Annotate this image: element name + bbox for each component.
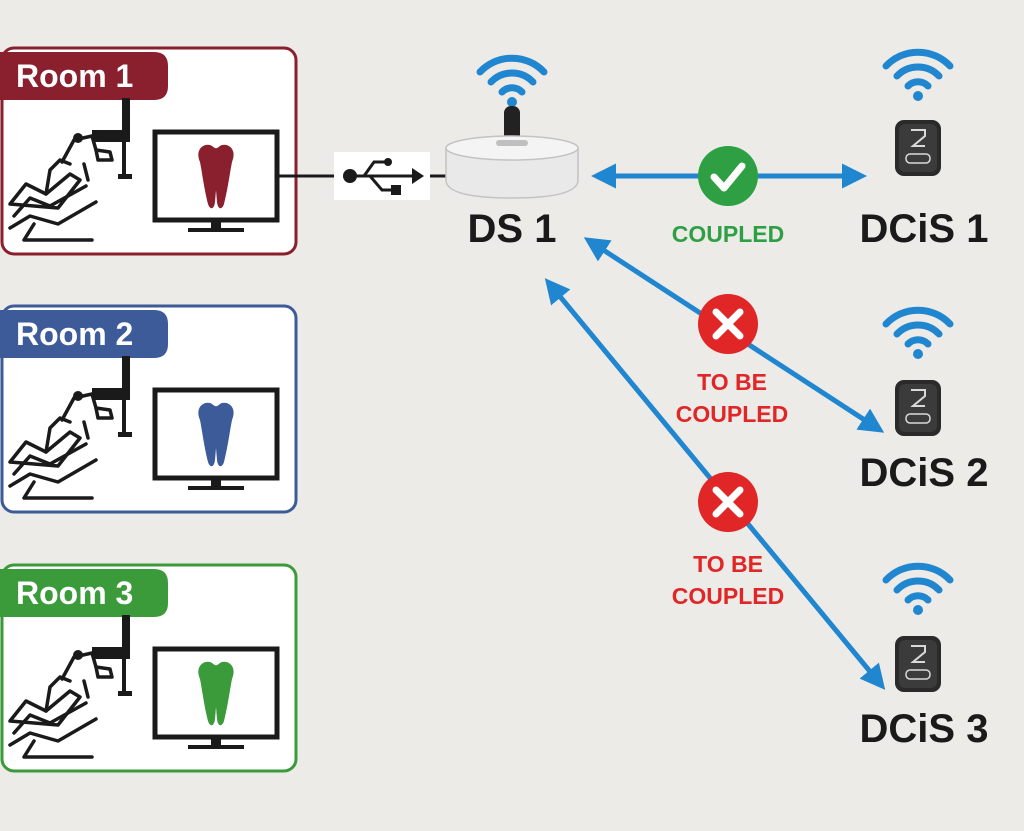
sensor-2-label: DCiS 2 (860, 451, 989, 495)
docking-station: DS 1 (445, 58, 579, 251)
sensor-1-label: DCiS 1 (860, 207, 989, 251)
room-3-label: Room 3 (16, 575, 133, 611)
monitor-icon (152, 387, 280, 490)
room-3-tag (0, 569, 168, 617)
room-3-panel: Room 3 (0, 563, 298, 773)
room-2-tag (0, 310, 168, 358)
monitor-icon (152, 646, 280, 749)
usb-connection (277, 152, 448, 200)
link-2-status-line-2: COUPLED (676, 401, 788, 427)
sensor-3-label: DCiS 3 (860, 707, 989, 751)
room-1-tag (0, 52, 168, 100)
cross-icon (698, 472, 758, 532)
room-1-panel: Room 1 (0, 46, 298, 256)
link-1: COUPLED (591, 146, 867, 247)
sensor-icon (894, 635, 942, 693)
link-2: TO BE COUPLED (583, 237, 885, 433)
room-1-label: Room 1 (16, 58, 133, 94)
cross-icon (698, 294, 758, 354)
link-3-status-line-2: COUPLED (672, 583, 784, 609)
room-2-panel: Room 2 (0, 304, 298, 514)
wifi-icon (886, 52, 950, 101)
room-2-label: Room 2 (16, 316, 133, 352)
sensor-3: DCiS 3 (860, 566, 989, 751)
check-icon (698, 146, 758, 206)
wifi-icon (480, 58, 544, 107)
usb-icon (343, 158, 424, 195)
link-3: TO BE COUPLED (544, 278, 886, 690)
link-3-status-line-1: TO BE (693, 551, 763, 577)
wifi-icon (886, 310, 950, 359)
sensor-2: DCiS 2 (860, 310, 989, 495)
sensor-1: DCiS 1 (860, 52, 989, 251)
link-2-status-line-1: TO BE (697, 369, 767, 395)
sensor-icon (894, 119, 942, 177)
link-1-status-line-1: COUPLED (672, 221, 784, 247)
docking-station-icon (445, 106, 579, 199)
docking-station-label: DS 1 (468, 207, 557, 251)
wifi-icon (886, 566, 950, 615)
sensor-icon (894, 379, 942, 437)
